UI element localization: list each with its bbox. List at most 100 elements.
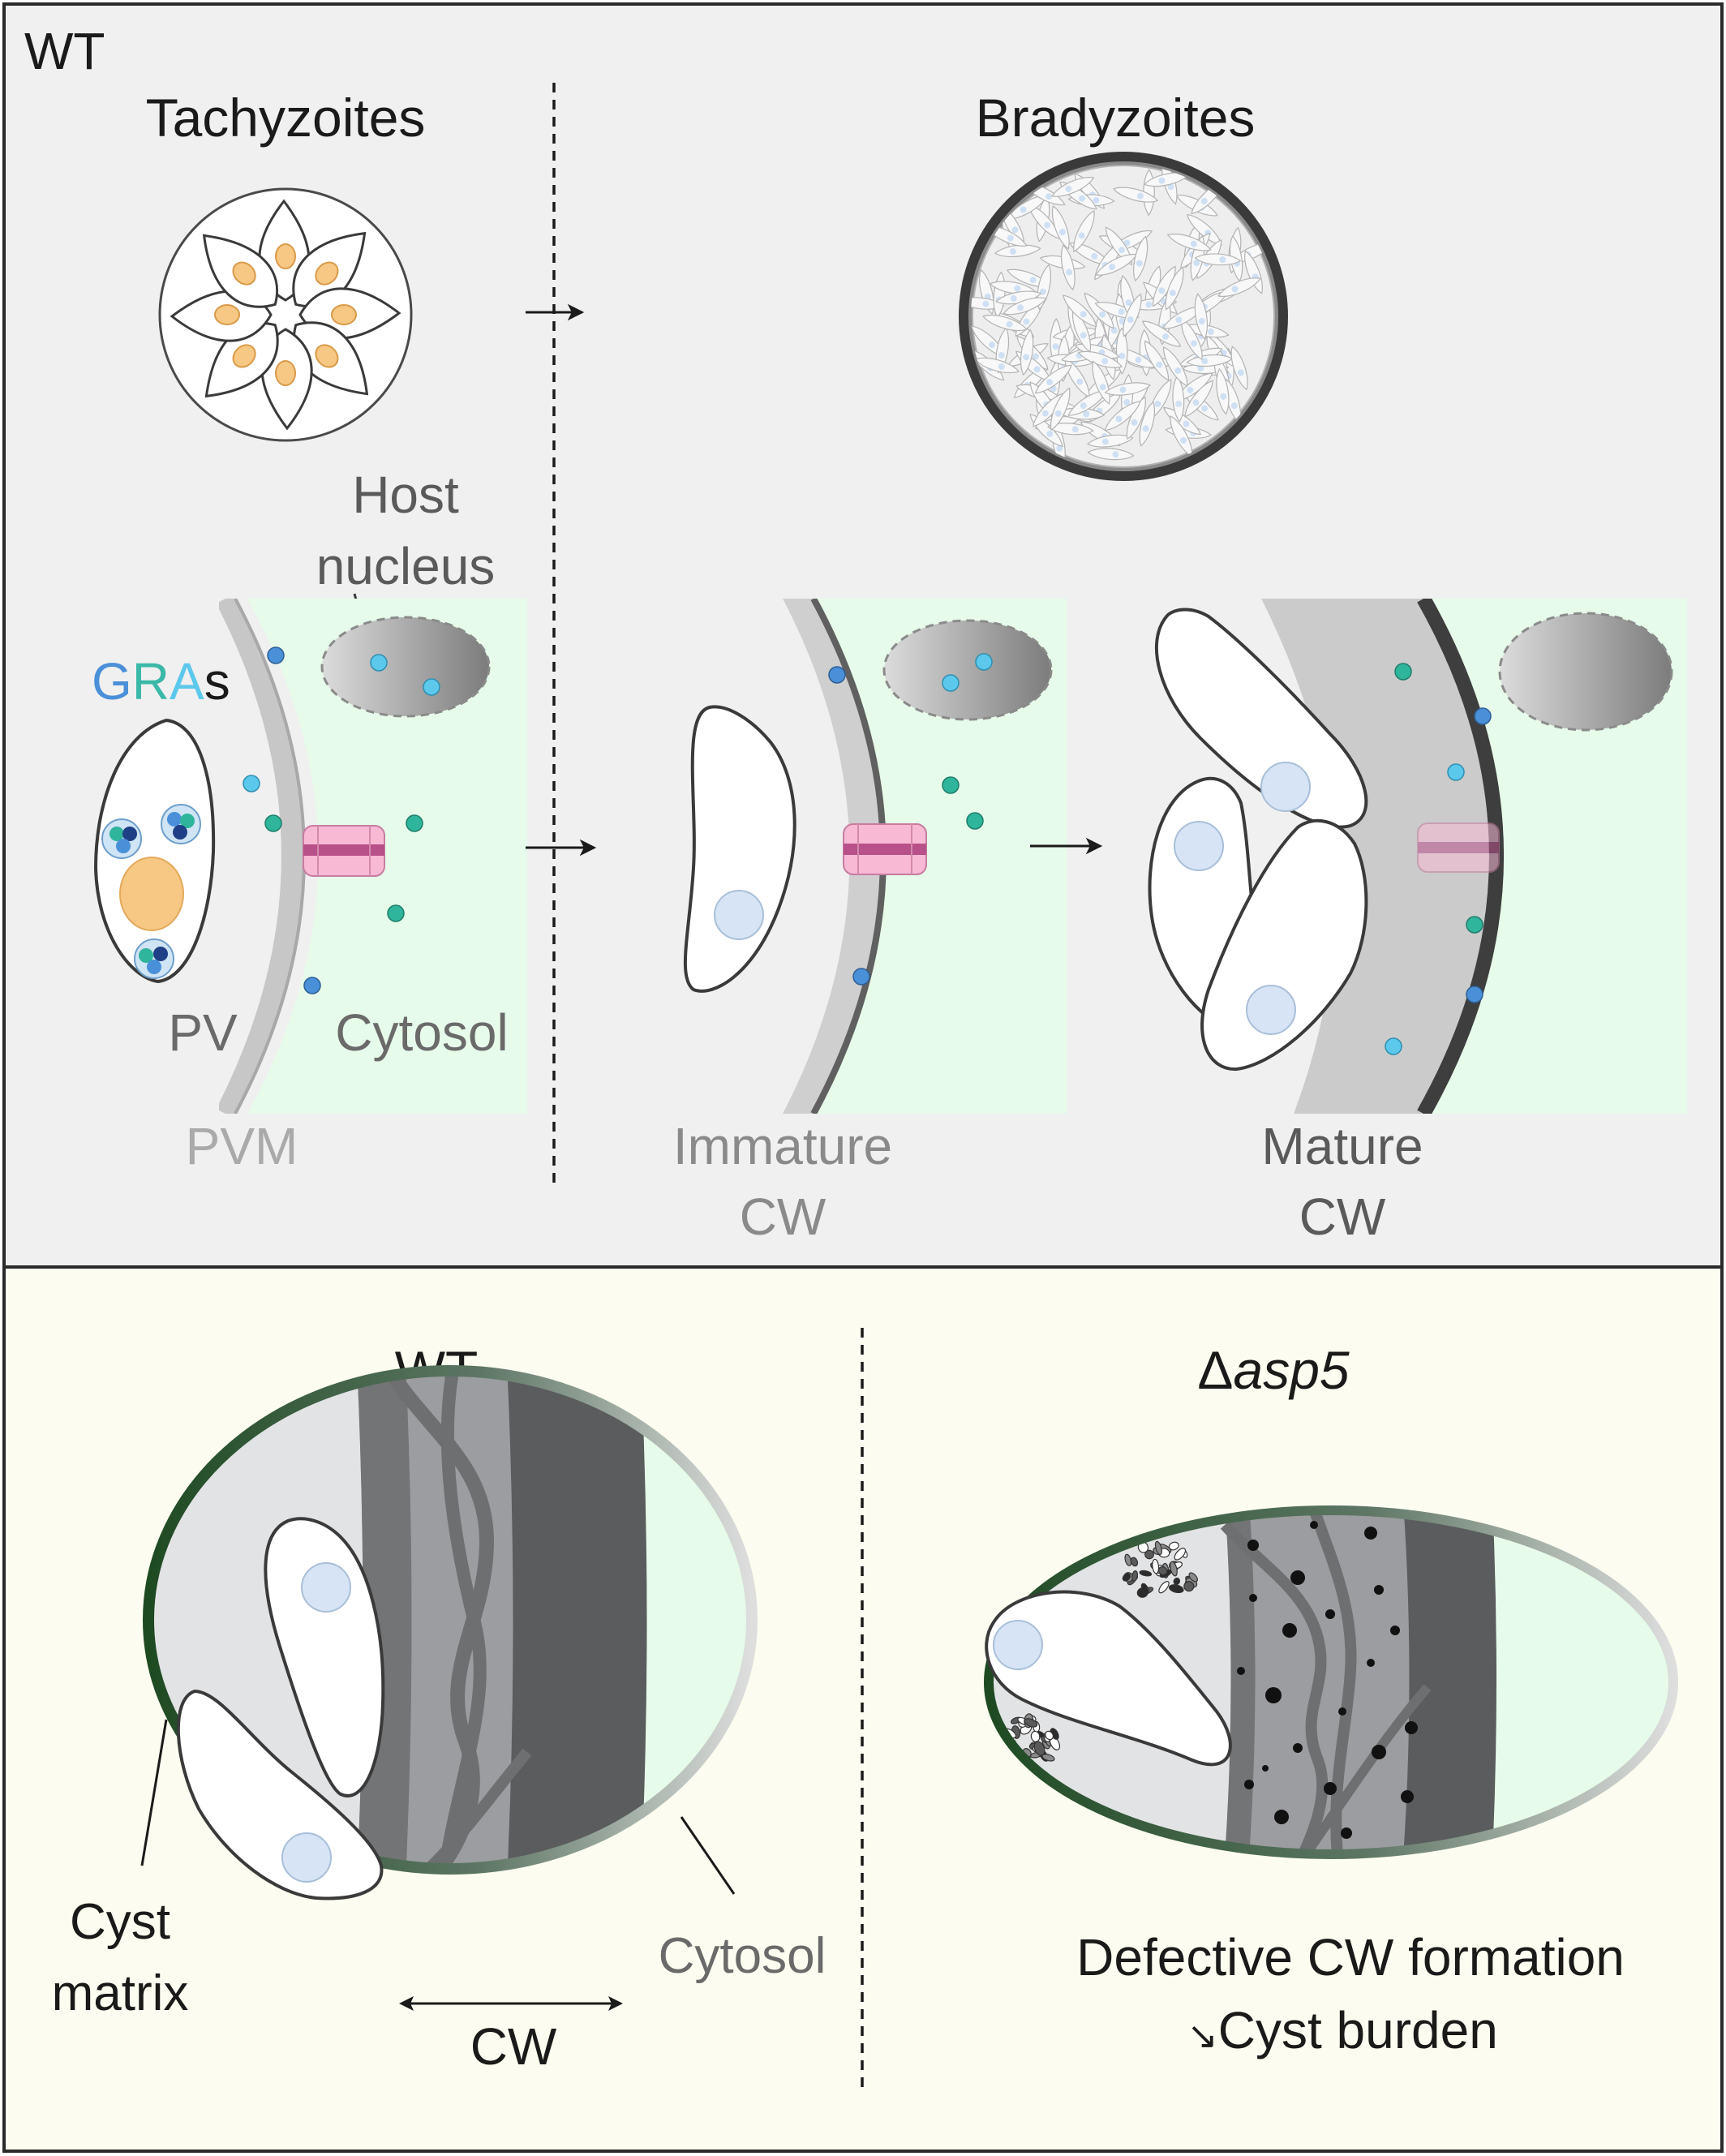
bradyzoite-cell bbox=[1034, 364, 1072, 394]
right-arrow-icon bbox=[567, 303, 585, 321]
vesicle bbox=[1152, 1558, 1160, 1574]
bradyzoite-cell bbox=[1112, 187, 1159, 203]
tachyzoite-nucleus bbox=[275, 360, 296, 386]
tachyzoite-nucleus bbox=[275, 243, 296, 269]
bradyzoite-cell bbox=[1139, 401, 1155, 447]
bradyzoite-cell bbox=[1051, 177, 1095, 197]
wall-aggregate-dot bbox=[1405, 1721, 1418, 1734]
vesicle bbox=[1131, 1570, 1138, 1582]
tachyzoite-cell bbox=[93, 718, 216, 984]
vesicle bbox=[1170, 1561, 1178, 1577]
bradyzoite-cell bbox=[1020, 329, 1034, 376]
vesicle bbox=[1168, 1541, 1179, 1551]
cyst-matrix-label-line1: Cyst bbox=[70, 1894, 170, 1950]
host-nucleus-label-line2: nucleus bbox=[316, 537, 496, 595]
cw-pore bbox=[1417, 822, 1500, 873]
bradyzoite-cell bbox=[176, 1689, 384, 1900]
immature-cw-label-line2: CW bbox=[740, 1188, 827, 1246]
bradyzoite-cell bbox=[1003, 297, 1047, 316]
vesicle bbox=[1188, 1572, 1198, 1583]
bradyzoite-cell bbox=[1180, 318, 1203, 360]
immature-cw-panel: Immature CW bbox=[673, 599, 1067, 1246]
tachyzoites-title: Tachyzoites bbox=[146, 88, 426, 148]
vesicle bbox=[1024, 1718, 1038, 1728]
wall-aggregate-dot bbox=[1244, 1780, 1254, 1789]
immature-cw-label-line1: Immature bbox=[673, 1117, 892, 1175]
vesicle bbox=[1158, 1581, 1170, 1594]
gras-label: GRAs bbox=[92, 652, 230, 711]
bradyzoite-cell bbox=[982, 315, 1028, 331]
wall-aggregate-dot bbox=[1372, 1745, 1386, 1759]
bradyzoite-cell bbox=[1104, 401, 1141, 432]
host-nucleus bbox=[1498, 612, 1673, 732]
mature-cw-label-line2: CW bbox=[1299, 1188, 1386, 1246]
bradyzoite-cell bbox=[1051, 205, 1070, 250]
tachyzoite-nucleus bbox=[232, 344, 256, 368]
right-arrow-icon bbox=[579, 839, 597, 857]
bradyzoite-cell bbox=[1077, 350, 1123, 368]
wall-aggregate-dot bbox=[1310, 1521, 1318, 1529]
tachyzoite-cell bbox=[292, 321, 369, 396]
bradyzoite-cell bbox=[1186, 354, 1234, 367]
tachyzoite-nucleus bbox=[331, 304, 357, 325]
bradyzoite-cell bbox=[1060, 244, 1076, 291]
cyst-matrix-label-line2: matrix bbox=[52, 1965, 189, 2021]
bradyzoite-cell bbox=[1073, 210, 1095, 253]
diagonal-down-arrow-icon: ↘ bbox=[1187, 2014, 1218, 2056]
wall-aggregate-dot bbox=[1374, 1585, 1384, 1595]
bradyzoite-cell bbox=[1141, 320, 1182, 347]
vesicle bbox=[1140, 1583, 1149, 1596]
defect-line2: ↘Cyst burden bbox=[1187, 2001, 1498, 2059]
cytosol-label: Cytosol bbox=[335, 1003, 508, 1062]
bradyzoite-cell bbox=[683, 705, 796, 993]
bradyzoite-cell bbox=[1058, 407, 1106, 420]
vesicle bbox=[1168, 1584, 1184, 1594]
bradyzoites-title: Bradyzoites bbox=[976, 88, 1256, 148]
bradyzoite-cell bbox=[989, 281, 1037, 294]
bradyzoite-cell bbox=[985, 1590, 1232, 1767]
vesicle bbox=[1144, 1549, 1154, 1560]
bradyzoite-cell bbox=[1123, 293, 1142, 337]
wall-aggregate-dot bbox=[1249, 1594, 1257, 1602]
pv-panel: GRAs PV Cytosol PVM bbox=[92, 599, 527, 1175]
bradyzoite-cell bbox=[1162, 306, 1204, 329]
bradyzoite-cell bbox=[1115, 327, 1128, 375]
vesicle bbox=[1041, 1754, 1055, 1762]
bradyzoite-cell bbox=[1063, 294, 1097, 328]
bradyzoite-cell bbox=[1172, 375, 1185, 423]
gra-dots bbox=[243, 646, 440, 994]
tachyzoite-nucleus bbox=[315, 344, 339, 368]
bradyzoite-cell bbox=[1104, 382, 1152, 396]
tachyzoite-nucleus bbox=[232, 261, 256, 286]
host-nucleus bbox=[320, 616, 491, 718]
bradyzoite-cell bbox=[1163, 346, 1188, 387]
top-panel: WT Tachyzoites Bradyzoites Host nucleus bbox=[2, 2, 1724, 1269]
defect-line1: Defective CW formation bbox=[1076, 1928, 1625, 1986]
bottom-panel: WT Δasp5 Cyst matrix bbox=[2, 1265, 1724, 2153]
cytosol-label: Cytosol bbox=[659, 1928, 827, 1984]
vesicle bbox=[1045, 1730, 1054, 1741]
host-nucleus-label-line1: Host bbox=[352, 466, 459, 524]
bradyzoite-cell bbox=[1046, 423, 1094, 436]
wall-aggregate-dot bbox=[1390, 1626, 1400, 1635]
cyst-matrix-pointer bbox=[140, 1719, 168, 1866]
cw-pore bbox=[843, 823, 927, 875]
wall-aggregate-dot bbox=[1247, 1540, 1259, 1551]
tachyzoite-rosette bbox=[158, 187, 413, 442]
dense-granule-cluster bbox=[101, 804, 201, 979]
tachyzoite-cell bbox=[202, 234, 279, 308]
mutant-title: Δasp5 bbox=[1197, 1340, 1350, 1400]
bradyzoite-cell bbox=[1084, 292, 1114, 329]
bradyzoite-cell bbox=[974, 357, 1020, 374]
bradyzoite-cell bbox=[1217, 277, 1261, 298]
bradyzoite-cell bbox=[994, 244, 1041, 258]
pv-label: PV bbox=[168, 1003, 238, 1062]
vesicle bbox=[1139, 1570, 1153, 1577]
wall-aggregate-dot bbox=[1324, 1782, 1337, 1795]
bradyzoite-cell bbox=[1092, 360, 1110, 405]
bradyzoite-cell bbox=[1216, 368, 1230, 415]
wall-aggregate-dot bbox=[1338, 1707, 1346, 1716]
bradyzoite-cell bbox=[1200, 818, 1368, 1072]
wall-aggregate-dot bbox=[1341, 1827, 1352, 1839]
bradyzoite-cell bbox=[1165, 266, 1184, 311]
